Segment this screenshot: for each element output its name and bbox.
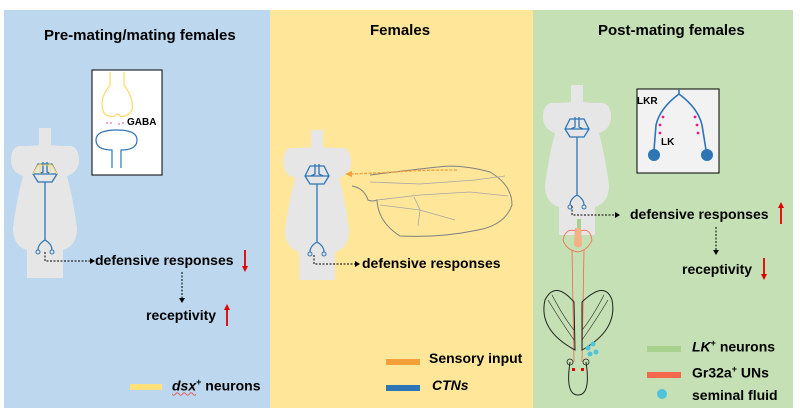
legend-lk-neurons: LK+ neurons [692,338,776,355]
outcome-defensive-pre: defensive responses [95,252,234,268]
legend-swatch-gr32a [647,372,681,378]
legend-swatch-ctns [386,385,420,391]
cns-outline-pre-mating [11,128,79,278]
legend-dsx-neurons: dsx+ neurons [172,377,261,394]
panel-title-post-mating: Post-mating females [598,22,745,39]
dashed-arrow [313,255,355,265]
arrow-up-icon [778,202,784,224]
outcome-defensive-post: defensive responses [630,206,769,222]
arrow-down-icon [761,258,767,280]
panel-title-pre-mating: Pre-mating/mating females [44,27,236,44]
synapse-inset-gaba [91,69,163,176]
sensory-input-arrow [351,169,458,175]
legend-seminal-fluid: seminal fluid [692,387,778,403]
dashed-arrow [44,252,90,262]
legend-swatch-lk [647,346,681,352]
presynaptic-terminal [101,72,133,118]
reproductive-tract [543,219,614,396]
outcome-receptivity-post: receptivity [682,261,753,277]
lk-label: LK [661,137,675,148]
panel-title-females: Females [370,22,431,39]
legend-swatch-dsx [130,384,162,390]
cns-outline-post-mating [543,85,611,235]
arrow-down-icon [242,250,248,272]
legend-gr32a-uns: Gr32a+ UNs [692,364,769,381]
postsynaptic-neuron [95,129,138,168]
arrow-up-icon [224,304,230,326]
lkr-label: LKR [637,96,658,107]
outcome-receptivity-pre: receptivity [146,307,217,323]
gaba-label: GABA [127,117,157,128]
wing [351,165,513,237]
legend-swatch-seminal [657,389,667,399]
seminal-fluid-dots [585,341,599,357]
legend-ctns: CTNs [432,377,469,393]
outcome-defensive-females: defensive responses [362,255,501,271]
legend-sensory-input: Sensory input [429,350,523,366]
dsx-neurons [32,163,58,175]
cns-outline-females [283,130,351,280]
dashed-arrow [571,206,615,216]
legend-swatch-sensory [386,359,420,365]
